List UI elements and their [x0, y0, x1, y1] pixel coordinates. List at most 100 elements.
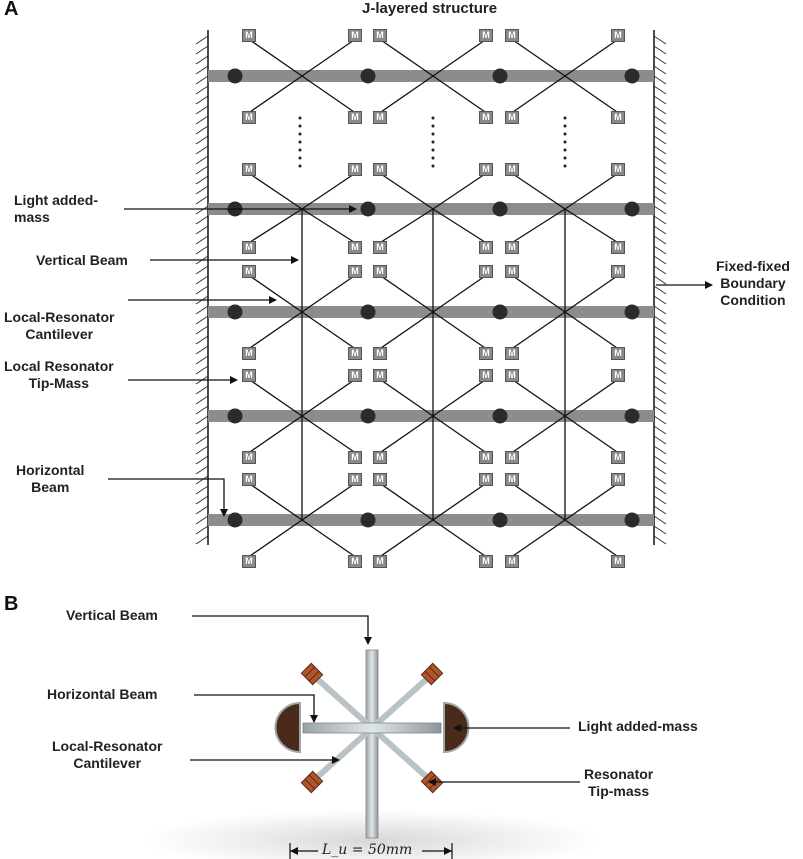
- cantilever-line: [301, 208, 358, 245]
- wall-hatch: [195, 225, 209, 235]
- wall-hatch: [195, 475, 209, 485]
- dimension-arrowhead: [444, 847, 452, 855]
- wall-hatch: [195, 505, 209, 515]
- panel-a-letter: A: [4, 0, 19, 20]
- tip-mass-symbol: M: [348, 163, 362, 176]
- cantilever-line: [509, 75, 566, 115]
- wall-hatch: [195, 125, 209, 135]
- tip-mass-body: [420, 662, 444, 686]
- wall-hatch: [195, 535, 209, 545]
- wall-hatch: [195, 315, 209, 325]
- cantilever-line: [377, 519, 434, 559]
- wall-hatch: [195, 35, 209, 45]
- wall-hatch: [653, 455, 667, 465]
- cantilever-line: [509, 171, 566, 210]
- cantilever-line: [377, 75, 434, 115]
- wall-hatch: [195, 185, 209, 195]
- tip-mass-symbol: M: [242, 451, 256, 464]
- horizontal-beam: [208, 514, 654, 526]
- tip-mass-symbol: M: [373, 473, 387, 486]
- cantilever-line: [509, 208, 566, 245]
- tip-mass-symbol: M: [505, 473, 519, 486]
- dimension-arrowhead: [290, 847, 298, 855]
- wall-hatch: [195, 275, 209, 285]
- added-mass-node: [360, 408, 376, 424]
- wall-hatch: [653, 165, 667, 175]
- tip-mass-symbol: M: [611, 29, 625, 42]
- wall-hatch: [653, 215, 667, 225]
- wall-hatch: [653, 285, 667, 295]
- tip-mass-symbol: M: [242, 347, 256, 360]
- tip-mass-symbol: M: [242, 111, 256, 124]
- wall-hatch: [653, 385, 667, 395]
- tip-mass-symbol: M: [505, 265, 519, 278]
- cantilever-line: [377, 481, 434, 521]
- label-b-horizontal-beam: Horizontal Beam: [47, 686, 158, 702]
- wall-hatch: [653, 425, 667, 435]
- tip-mass-symbol: M: [505, 369, 519, 382]
- wall-hatch: [195, 265, 209, 275]
- added-mass-node: [360, 201, 376, 217]
- tip-mass-band: [424, 670, 436, 682]
- cantilever-line: [377, 208, 434, 245]
- cantilever-line: [377, 311, 434, 351]
- wall-hatch: [653, 125, 667, 135]
- tip-mass-symbol: M: [505, 111, 519, 124]
- wall-hatch: [653, 475, 667, 485]
- tip-mass-symbol: M: [611, 163, 625, 176]
- lattice-structure: [208, 37, 654, 559]
- tip-mass-symbol: M: [611, 265, 625, 278]
- cantilever-line: [509, 37, 566, 77]
- cantilever-line: [301, 37, 358, 77]
- wall-hatch: [195, 105, 209, 115]
- label-line: Local-Resonator: [4, 309, 115, 325]
- tip-mass-symbol: M: [505, 241, 519, 254]
- annotation-arrow: [108, 478, 228, 517]
- added-mass-node: [227, 512, 243, 528]
- continuation-dot: [563, 156, 567, 160]
- label-lr-cantilever: Local-Resonator Cantilever: [4, 309, 114, 343]
- wall-hatch: [653, 495, 667, 505]
- tip-mass-symbol: M: [348, 29, 362, 42]
- added-mass-node: [227, 304, 243, 320]
- wall-hatch: [195, 455, 209, 465]
- wall-hatch: [195, 515, 209, 525]
- wall-hatch: [195, 485, 209, 495]
- wall-hatch: [653, 255, 667, 265]
- wall-hatch: [653, 525, 667, 535]
- tip-mass-band: [428, 666, 440, 678]
- tip-mass-symbol: M: [479, 265, 493, 278]
- label-lr-tip-mass: Local Resonator Tip-Mass: [4, 358, 114, 392]
- continuation-dot: [431, 124, 435, 128]
- wall-hatch: [653, 365, 667, 375]
- tip-mass-symbol: M: [611, 111, 625, 124]
- tip-mass-symbol: M: [479, 451, 493, 464]
- added-mass-node: [360, 304, 376, 320]
- tip-mass-symbol: M: [348, 555, 362, 568]
- cantilever-line: [432, 37, 489, 77]
- tip-mass-symbol: M: [242, 163, 256, 176]
- cantilever-line: [301, 75, 358, 115]
- wall-hatch: [195, 145, 209, 155]
- wall-hatch: [195, 45, 209, 55]
- horizontal-beam: [208, 306, 654, 318]
- cantilever-line: [246, 37, 303, 77]
- tip-mass-symbol: M: [348, 369, 362, 382]
- render-added-mass-left: [274, 701, 301, 754]
- cantilever-line: [246, 415, 303, 455]
- continuation-dot: [431, 132, 435, 136]
- wall-hatch: [653, 195, 667, 205]
- cantilever-line: [432, 377, 489, 417]
- wall-hatch: [195, 195, 209, 205]
- label-line: Local Resonator: [4, 358, 114, 374]
- tip-mass-symbol: M: [242, 29, 256, 42]
- panel-a-arrows: [108, 205, 713, 517]
- cantilever-line: [246, 311, 303, 351]
- wall-hatch: [195, 415, 209, 425]
- label-b-vertical-beam: Vertical Beam: [66, 607, 158, 623]
- cantilever-line: [246, 519, 303, 559]
- label-line: Boundary: [720, 275, 786, 291]
- wall-hatch: [653, 175, 667, 185]
- label-line: Tip-Mass: [28, 375, 90, 391]
- tip-mass-symbol: M: [479, 29, 493, 42]
